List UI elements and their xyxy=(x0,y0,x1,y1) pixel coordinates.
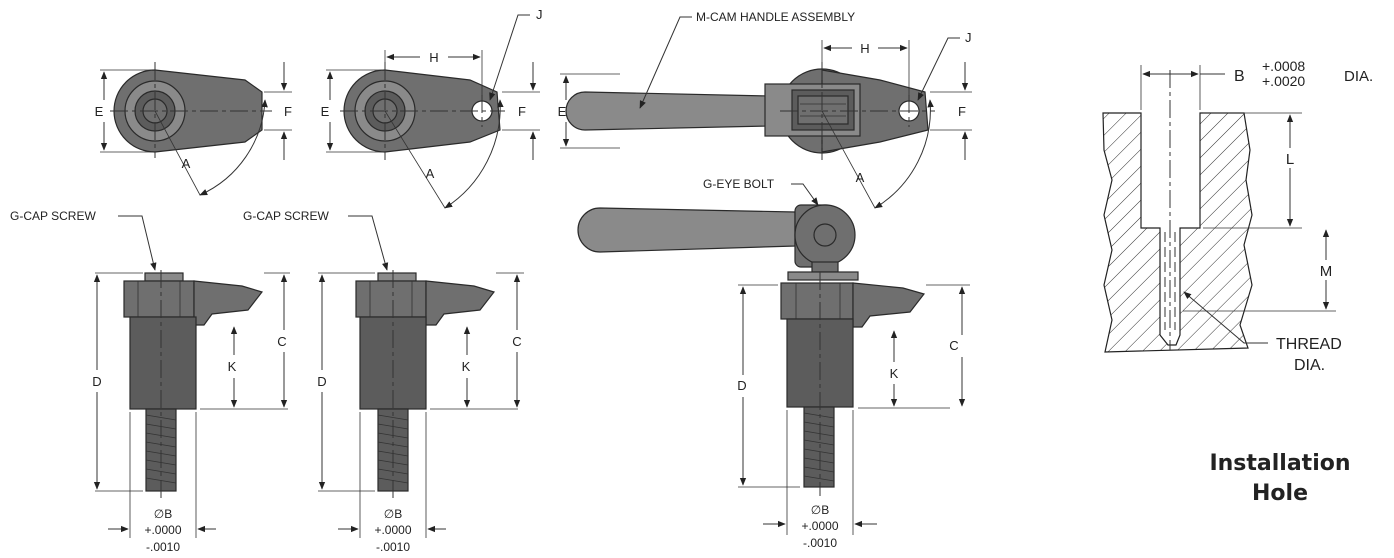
dim-label-a-3: A xyxy=(856,170,865,185)
hole-tol-lower: +.0020 xyxy=(1262,73,1305,89)
side-view-cam-handle: G-EYE BOLT D K C ∅B +.0000 xyxy=(577,177,970,550)
dim-label-c-2: C xyxy=(512,334,521,349)
thread-3 xyxy=(803,406,835,488)
dim-label-e: E xyxy=(95,104,104,119)
dim-label-a: A xyxy=(182,156,191,171)
dim-label-d-3: D xyxy=(737,378,746,393)
side-view-cap-screw-1: G-CAP SCREW D K C ∅B +.0000 xyxy=(10,209,290,554)
dim-label-a-2: A xyxy=(426,166,435,181)
caption-line1: Installation xyxy=(1209,451,1350,476)
dim-label-e-3: E xyxy=(558,104,567,119)
hole-tol-upper: +.0008 xyxy=(1262,58,1305,74)
caption-line2: Hole xyxy=(1252,481,1308,506)
hatched-material xyxy=(1102,112,1253,353)
callout-g-eye-bolt: G-EYE BOLT xyxy=(703,177,775,191)
dim-label-k-2: K xyxy=(462,359,471,374)
dim-label-dia-b-3: ∅B xyxy=(811,503,829,517)
side-view-cap-screw-2: G-CAP SCREW D K C ∅B +.0000 xyxy=(243,209,524,554)
callout-thread-line2: DIA. xyxy=(1294,357,1325,374)
dim-label-d-2: D xyxy=(317,374,326,389)
shank-tol-upper: +.0000 xyxy=(144,523,181,537)
dim-label-c-3: C xyxy=(949,338,958,353)
shank-tol-lower: -.0010 xyxy=(146,540,180,554)
dim-label-h: H xyxy=(429,50,438,65)
callout-g-cap-screw: G-CAP SCREW xyxy=(10,209,96,223)
dim-label-j: J xyxy=(536,7,543,22)
dim-label-m: M xyxy=(1320,263,1333,280)
callout-g-cap-screw-2: G-CAP SCREW xyxy=(243,209,329,223)
dim-label-k: K xyxy=(228,359,237,374)
dim-label-e-2: E xyxy=(321,104,330,119)
dim-label-dia-b: ∅B xyxy=(154,507,172,521)
top-view-cam-handle: M-CAM HANDLE ASSEMBLY E H J F A xyxy=(558,10,972,209)
dim-label-h-2: H xyxy=(860,41,869,56)
callout-m-cam-handle: M-CAM HANDLE ASSEMBLY xyxy=(696,10,855,24)
dim-label-j-2: J xyxy=(965,30,972,45)
hole-dia-suffix: DIA. xyxy=(1344,68,1373,85)
installation-hole-section: B +.0008 +.0020 DIA. L M THREAD DIA. Ins… xyxy=(1102,58,1373,506)
shank-tol-lower-3: -.0010 xyxy=(803,536,837,550)
shank-tol-lower-2: -.0010 xyxy=(376,540,410,554)
dim-label-k-2b: K xyxy=(890,366,899,381)
callout-thread-line1: THREAD xyxy=(1276,336,1342,353)
dim-label-d: D xyxy=(92,374,101,389)
dim-label-b: B xyxy=(1234,68,1245,85)
top-view-clamp-2: E H J F A xyxy=(321,7,543,209)
dim-label-f-3: F xyxy=(958,104,966,119)
shank-tol-upper-2: +.0000 xyxy=(374,523,411,537)
dim-label-l: L xyxy=(1286,151,1294,168)
dim-label-c: C xyxy=(277,334,286,349)
dim-label-f: F xyxy=(284,104,292,119)
shank-tol-upper-3: +.0000 xyxy=(801,519,838,533)
top-view-clamp-1: E F A xyxy=(95,62,292,196)
dim-label-f-2: F xyxy=(518,104,526,119)
dim-label-dia-b-2: ∅B xyxy=(384,507,402,521)
